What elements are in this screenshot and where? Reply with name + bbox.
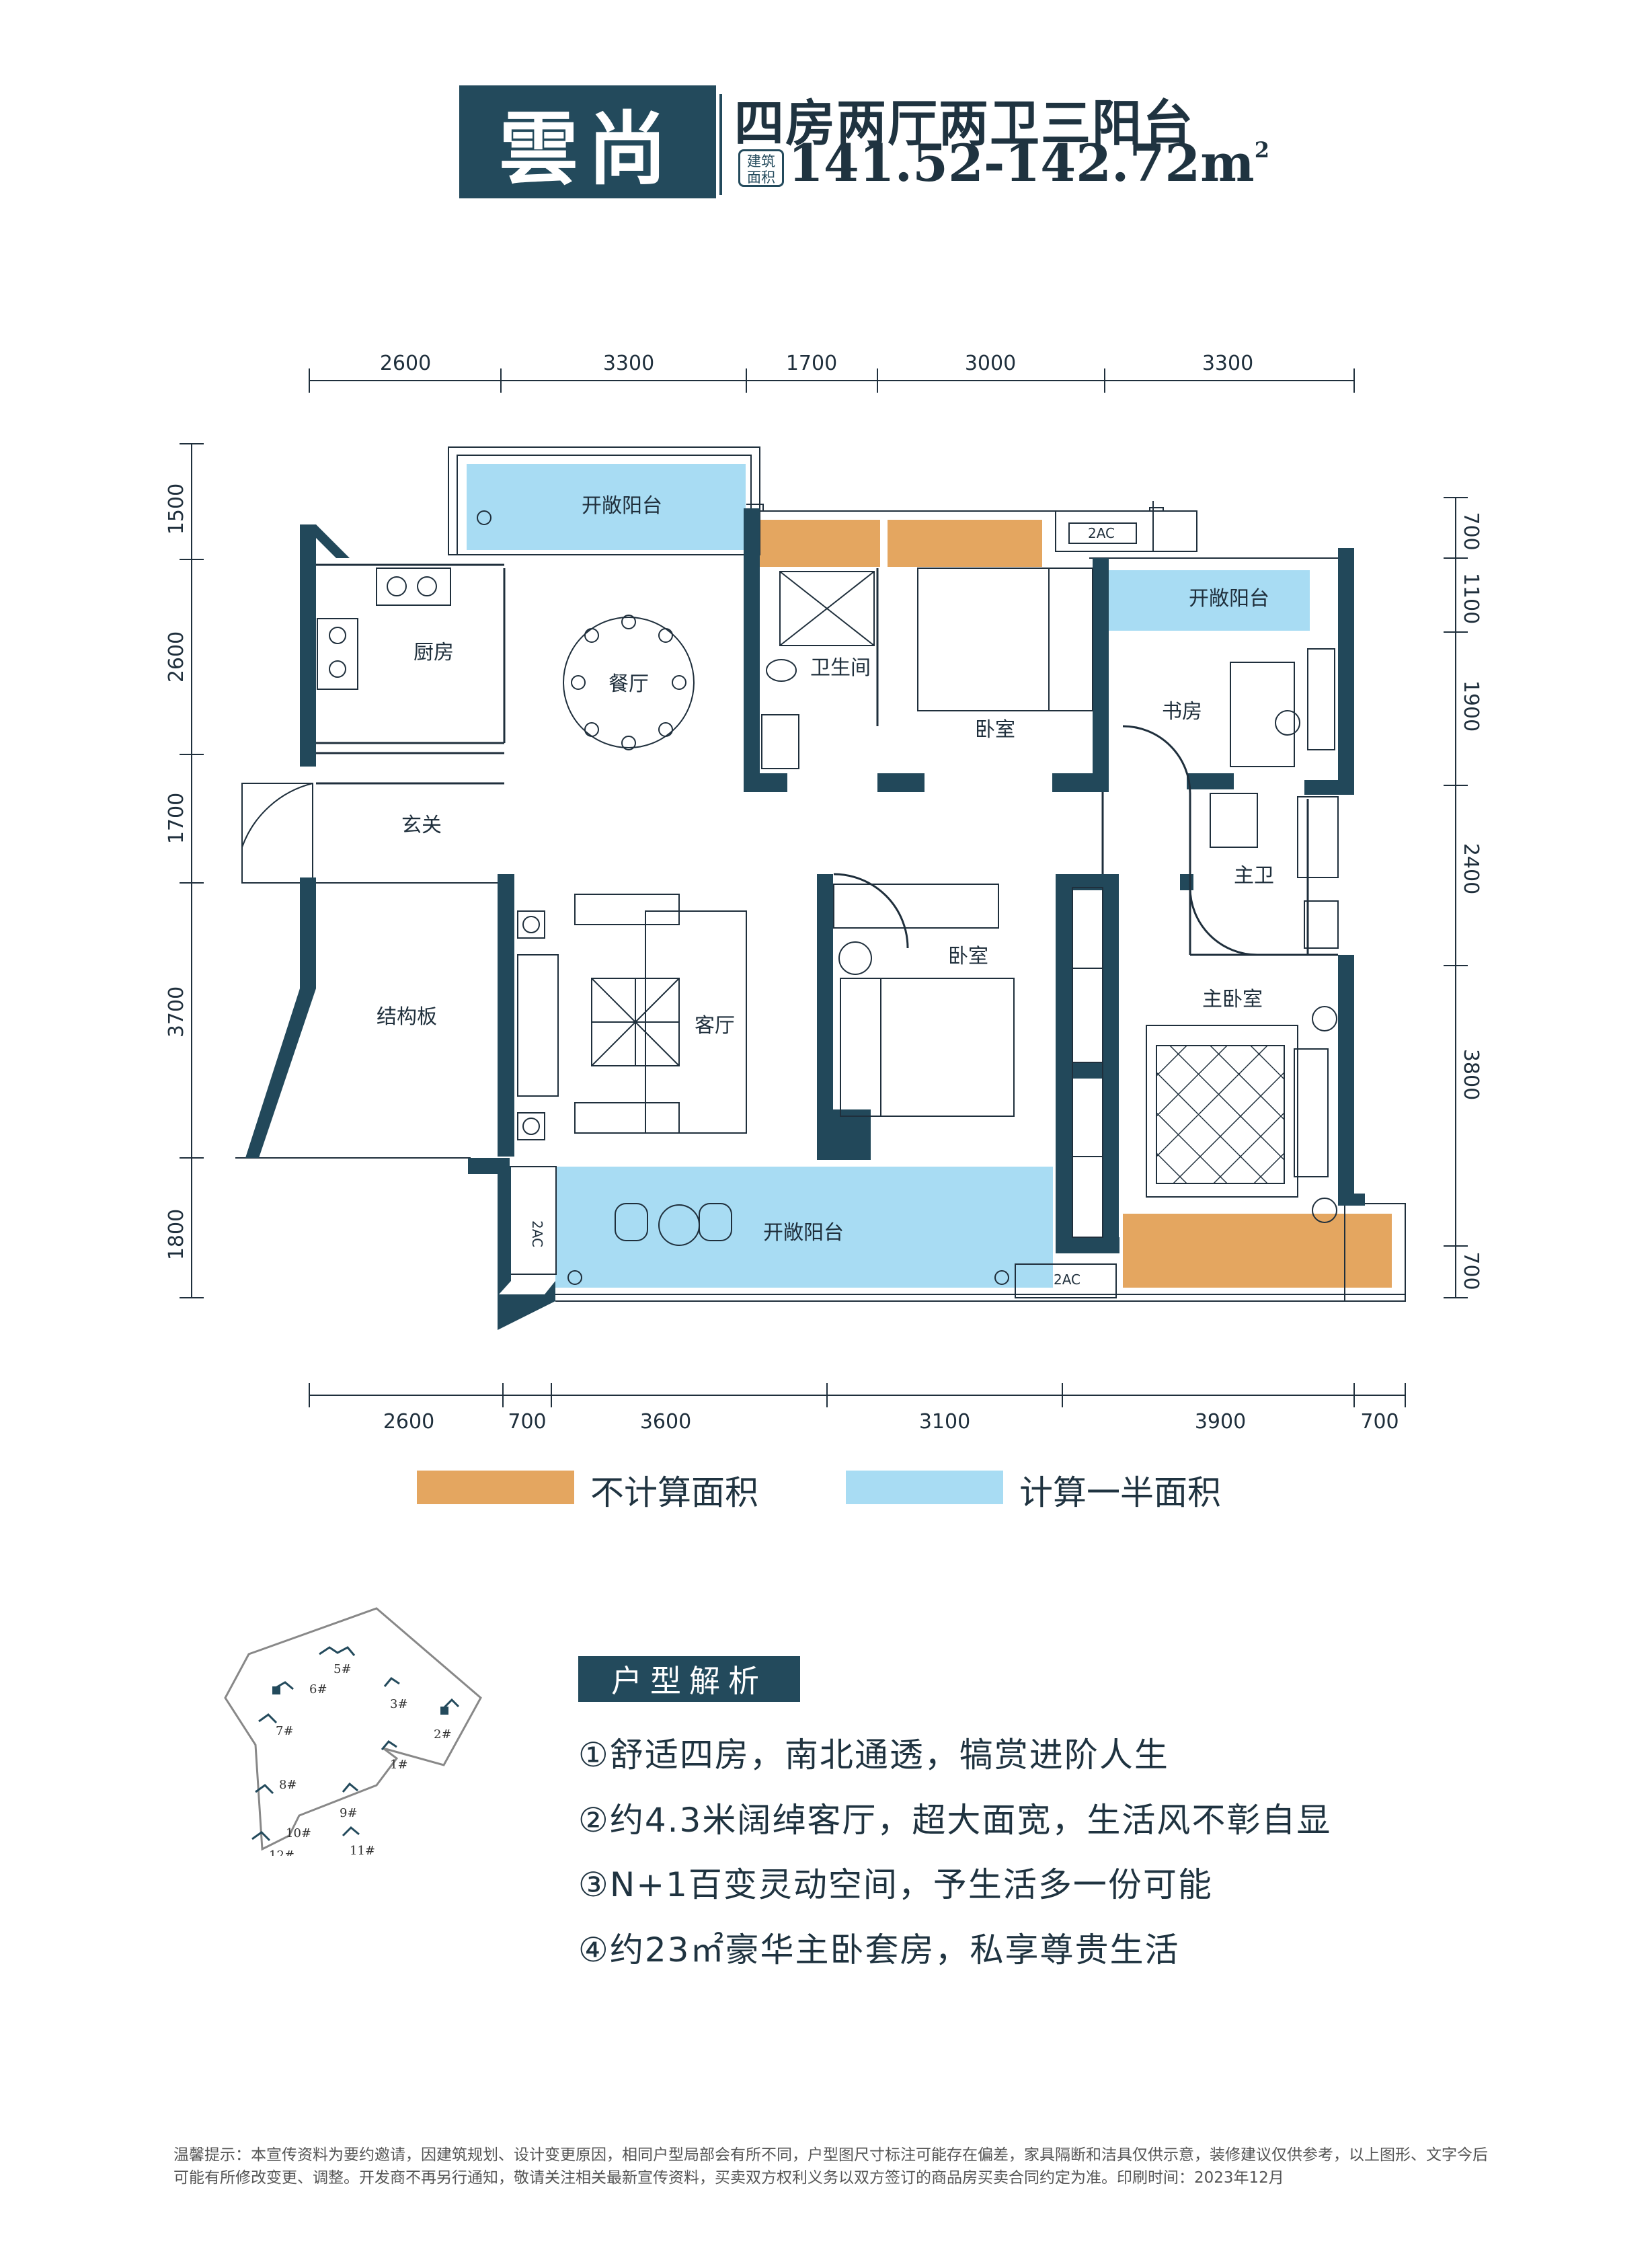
label-living: 客厅 — [695, 1014, 735, 1038]
site-map: 5# 6# 3# 2# 7# 1# 8# 9# 10# 11# 12# — [224, 1607, 482, 1856]
not-counted-strip-2 — [888, 520, 1042, 567]
dim-right-1: 700 — [1459, 512, 1483, 550]
ac-label-west: 2AC — [529, 1220, 545, 1247]
legend-label-not-counted: 不计算面积 — [590, 1473, 758, 1512]
dim-right-3: 1900 — [1459, 680, 1483, 732]
label-master-bath: 主卫 — [1234, 864, 1274, 888]
ac-label-south: 2AC — [1054, 1272, 1080, 1288]
building-12: 12# — [269, 1848, 294, 1856]
dim-bottom-1: 2600 — [383, 1410, 434, 1434]
label-balcony-north-left: 开敞阳台 — [582, 494, 662, 518]
area-tag-line2: 面积 — [747, 169, 775, 186]
analysis-point-4: ④约23㎡豪华主卧套房，私享尊贵生活 — [578, 1930, 1180, 1969]
area-unit-sup: 2 — [1254, 137, 1269, 163]
area-value-text: 141.52-142.72m — [788, 133, 1255, 193]
label-balcony-south: 开敞阳台 — [763, 1221, 844, 1245]
label-bedroom-middle: 卧室 — [948, 945, 988, 968]
legend-label-half-counted: 计算一半面积 — [1019, 1473, 1221, 1512]
disclaimer: 温馨提示：本宣传资料为要约邀请，因建筑规划、设计变更原因，相同户型局部会有所不同… — [173, 2146, 1488, 2187]
dim-left-2: 2600 — [165, 631, 188, 682]
balcony-north-left-fill — [467, 464, 746, 550]
not-counted-strip-1 — [759, 520, 880, 567]
label-master-bedroom: 主卧室 — [1202, 988, 1263, 1011]
label-study: 书房 — [1162, 700, 1202, 724]
header-divider — [719, 94, 722, 195]
building-5: 5# — [333, 1662, 352, 1676]
dim-top-2: 3300 — [603, 352, 654, 375]
dim-left-1: 1500 — [165, 483, 188, 535]
area-tag-line1: 建筑 — [747, 153, 775, 169]
building-3: 3# — [390, 1697, 408, 1711]
building-1: 1# — [390, 1758, 408, 1772]
dim-top-3: 1700 — [786, 352, 837, 375]
dim-top-1: 2600 — [380, 352, 431, 375]
dim-bottom-6: 700 — [1360, 1410, 1399, 1434]
analysis-point-1: ①舒适四房，南北通透，犒赏进阶人生 — [578, 1735, 1169, 1774]
dim-right-5: 3800 — [1459, 1049, 1483, 1100]
project-name-box: 雲尚 — [459, 85, 716, 198]
dim-top-5: 3300 — [1202, 352, 1253, 375]
balcony-south-fill — [555, 1167, 1053, 1288]
dim-bottom-5: 3900 — [1195, 1410, 1246, 1434]
dim-left-3: 1700 — [165, 793, 188, 844]
floor-plan: 2600 3300 1700 3000 3300 2600 700 3600 3… — [165, 352, 1483, 1434]
area-value: 141.52-142.72m2 — [788, 133, 1269, 193]
label-bathroom: 卫生间 — [810, 656, 871, 680]
ac-label-north: 2AC — [1088, 525, 1115, 541]
dim-bottom-4: 3100 — [919, 1410, 970, 1434]
legend-swatch-half-counted — [846, 1471, 1003, 1504]
furniture — [317, 510, 1339, 1285]
dim-right-6: 700 — [1459, 1251, 1483, 1290]
building-7: 7# — [276, 1724, 294, 1738]
label-foyer: 玄关 — [401, 814, 442, 837]
dim-left-4: 3700 — [165, 986, 188, 1038]
label-structural-slab: 结构板 — [377, 1005, 437, 1029]
not-counted-strip-3 — [1123, 1214, 1392, 1288]
label-dining: 餐厅 — [608, 672, 649, 696]
dim-bottom-3: 3600 — [640, 1410, 691, 1434]
dimension-lines — [180, 368, 1468, 1407]
dim-left-5: 1800 — [165, 1209, 188, 1260]
layout-type: 四房两厅两卫三阳台 — [734, 95, 1194, 153]
dim-bottom-2: 700 — [508, 1410, 546, 1434]
analysis-point-3: ③N+1百变灵动空间，予生活多一份可能 — [578, 1865, 1213, 1904]
building-6: 6# — [309, 1682, 327, 1696]
analysis-point-2: ②约4.3米阔绰客厅，超大面宽，生活风不彰自显 — [578, 1801, 1332, 1840]
area-tag: 建筑 面积 — [738, 149, 784, 187]
building-2: 2# — [434, 1727, 452, 1742]
walls — [245, 508, 1365, 1330]
dim-right-2: 1100 — [1459, 573, 1483, 624]
building-11: 11# — [350, 1844, 375, 1856]
project-name: 雲尚 — [498, 102, 676, 196]
building-8: 8# — [279, 1778, 297, 1792]
building-10: 10# — [286, 1826, 311, 1840]
legend-swatch-not-counted — [417, 1471, 574, 1504]
dim-top-4: 3000 — [965, 352, 1016, 375]
dim-right-4: 2400 — [1459, 843, 1483, 894]
label-balcony-north-right: 开敞阳台 — [1189, 587, 1269, 611]
building-9: 9# — [340, 1806, 358, 1820]
site-outline — [224, 1607, 482, 1851]
label-bedroom-north: 卧室 — [975, 718, 1015, 742]
analysis-title: 户型解析 — [578, 1656, 800, 1702]
balcony-north-right-fill — [1108, 570, 1310, 631]
label-kitchen: 厨房 — [414, 641, 454, 664]
